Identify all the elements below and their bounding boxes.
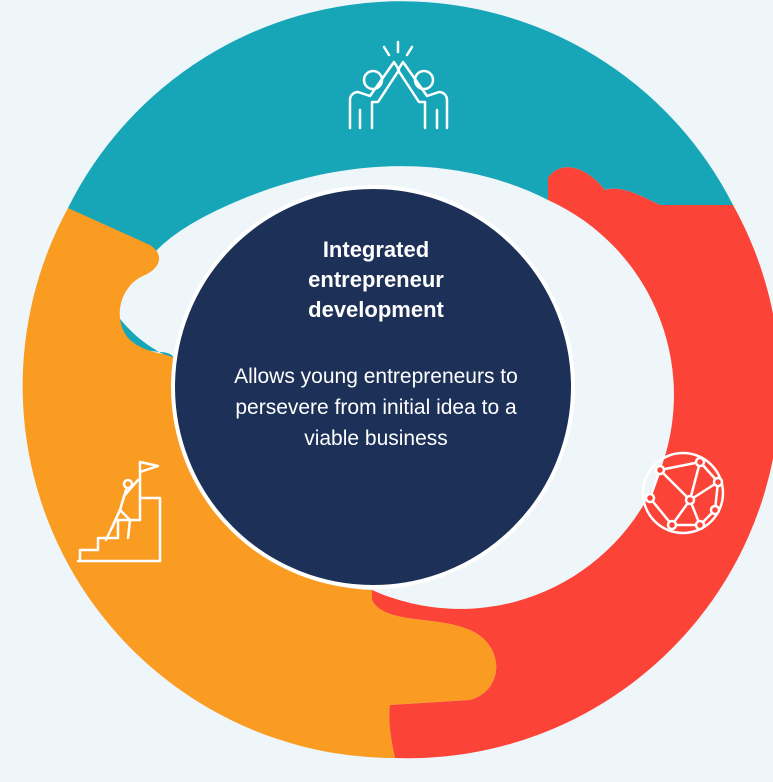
segment-teal: [68, 1, 733, 361]
center-circle: [171, 185, 575, 589]
segment-red: [372, 167, 773, 759]
segment-orange: [22, 208, 497, 759]
summit-flag-icon: [76, 460, 162, 563]
center-body: Allows young entrepreneurs to persevere …: [234, 365, 518, 450]
center-content: Integrated entrepreneur development Allo…: [203, 225, 549, 454]
center-title: Integrated entrepreneur development: [308, 237, 444, 322]
globe-network-icon: [641, 451, 725, 535]
high-five-icon: [348, 40, 449, 130]
